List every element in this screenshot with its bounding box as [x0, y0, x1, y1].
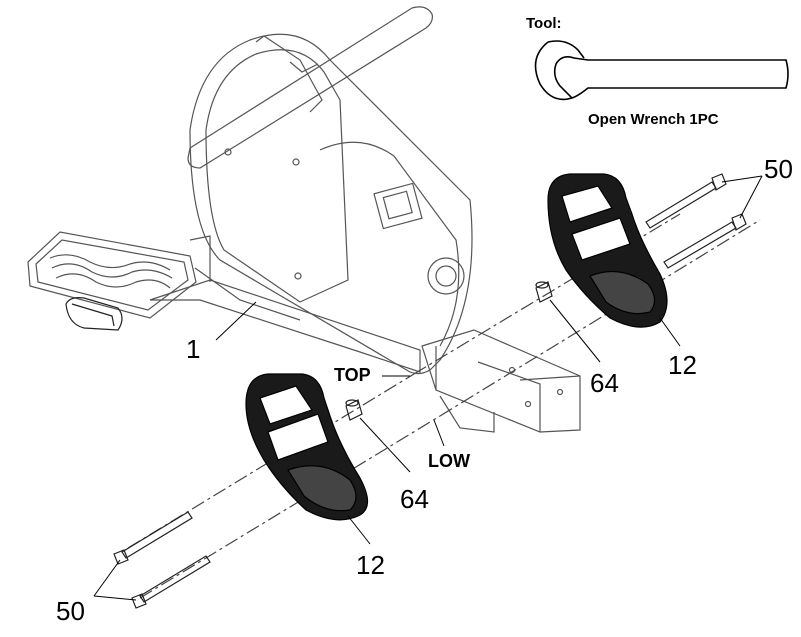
console-body: [189, 33, 473, 375]
front-foot-pedal: [27, 231, 197, 331]
tool-heading: Tool:: [526, 15, 562, 32]
part-label-bolts-right: 50: [764, 154, 793, 184]
assembly-center-lines: [127, 213, 761, 599]
leader-lines: [93, 175, 763, 601]
part-label-frame: 1: [186, 334, 201, 364]
hole-label-top: TOP: [334, 365, 371, 385]
part-label-bolts-left: 50: [56, 596, 85, 626]
bolts-left: [113, 511, 211, 609]
spacer-left: [345, 399, 363, 421]
part-label-spacer-right: 64: [590, 368, 619, 398]
open-wrench-icon: [534, 40, 789, 101]
main-frame-beam: [149, 235, 421, 373]
part-label-pedal-left: 12: [356, 550, 385, 580]
handlebar: [187, 6, 433, 169]
spacer-right: [535, 281, 553, 303]
pedal-right: [547, 173, 668, 328]
part-label-spacer-left: 64: [400, 484, 429, 514]
bolts-right: [645, 173, 747, 269]
rear-frame-tube: [421, 329, 581, 433]
hole-label-low: LOW: [428, 451, 470, 471]
part-label-pedal-right: 12: [668, 350, 697, 380]
tool-name: Open Wrench 1PC: [588, 111, 719, 128]
pedal-left: [245, 373, 369, 521]
